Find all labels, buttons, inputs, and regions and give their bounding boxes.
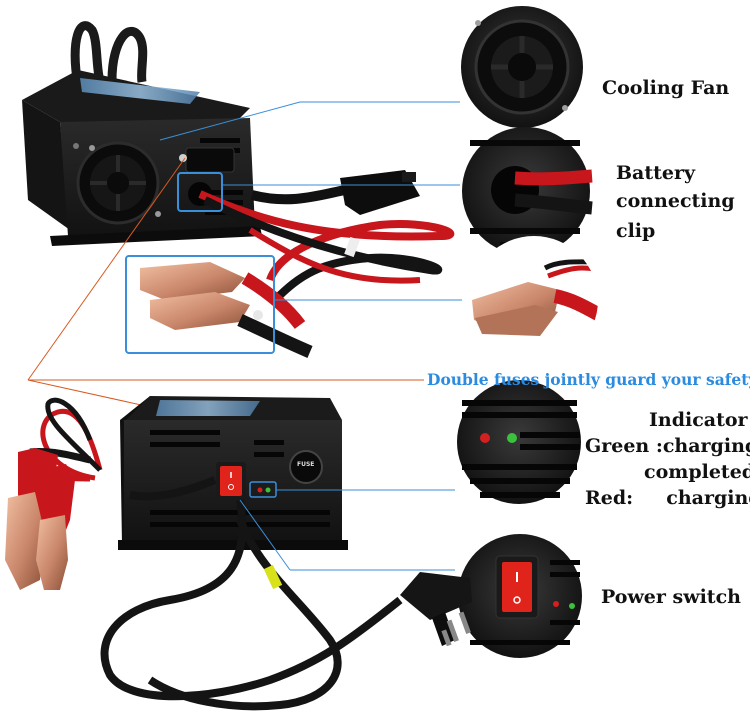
callout-lines-bottom bbox=[239, 489, 455, 571]
battery-clip-icon bbox=[462, 127, 593, 255]
alligator-clip-icon bbox=[470, 236, 598, 364]
bottom-charger bbox=[5, 396, 472, 711]
fuses-note: Double fuses jointly guard your safety bbox=[427, 370, 750, 389]
battery-clip-label-line2: connecting bbox=[616, 190, 735, 212]
indicator-leds-icon bbox=[457, 380, 581, 504]
indicator-title: Indicator bbox=[649, 409, 748, 431]
cooling-fan-label: Cooling Fan bbox=[602, 77, 730, 99]
callout-lines-top bbox=[159, 101, 462, 301]
indicator-green-label: Green :charging bbox=[585, 435, 750, 457]
power-switch-label: Power switch bbox=[601, 586, 741, 608]
fuse-marking: FUSE bbox=[297, 461, 315, 468]
power-switch-icon bbox=[458, 534, 582, 658]
cooling-fan-icon bbox=[461, 6, 583, 128]
top-charger bbox=[22, 21, 455, 358]
battery-clip-label-line1: Battery bbox=[616, 162, 696, 184]
indicator-red-label: Red: charging bbox=[585, 487, 750, 509]
indicator-green-cont: completed bbox=[644, 461, 750, 483]
battery-clip-label-line3: clip bbox=[616, 220, 656, 242]
